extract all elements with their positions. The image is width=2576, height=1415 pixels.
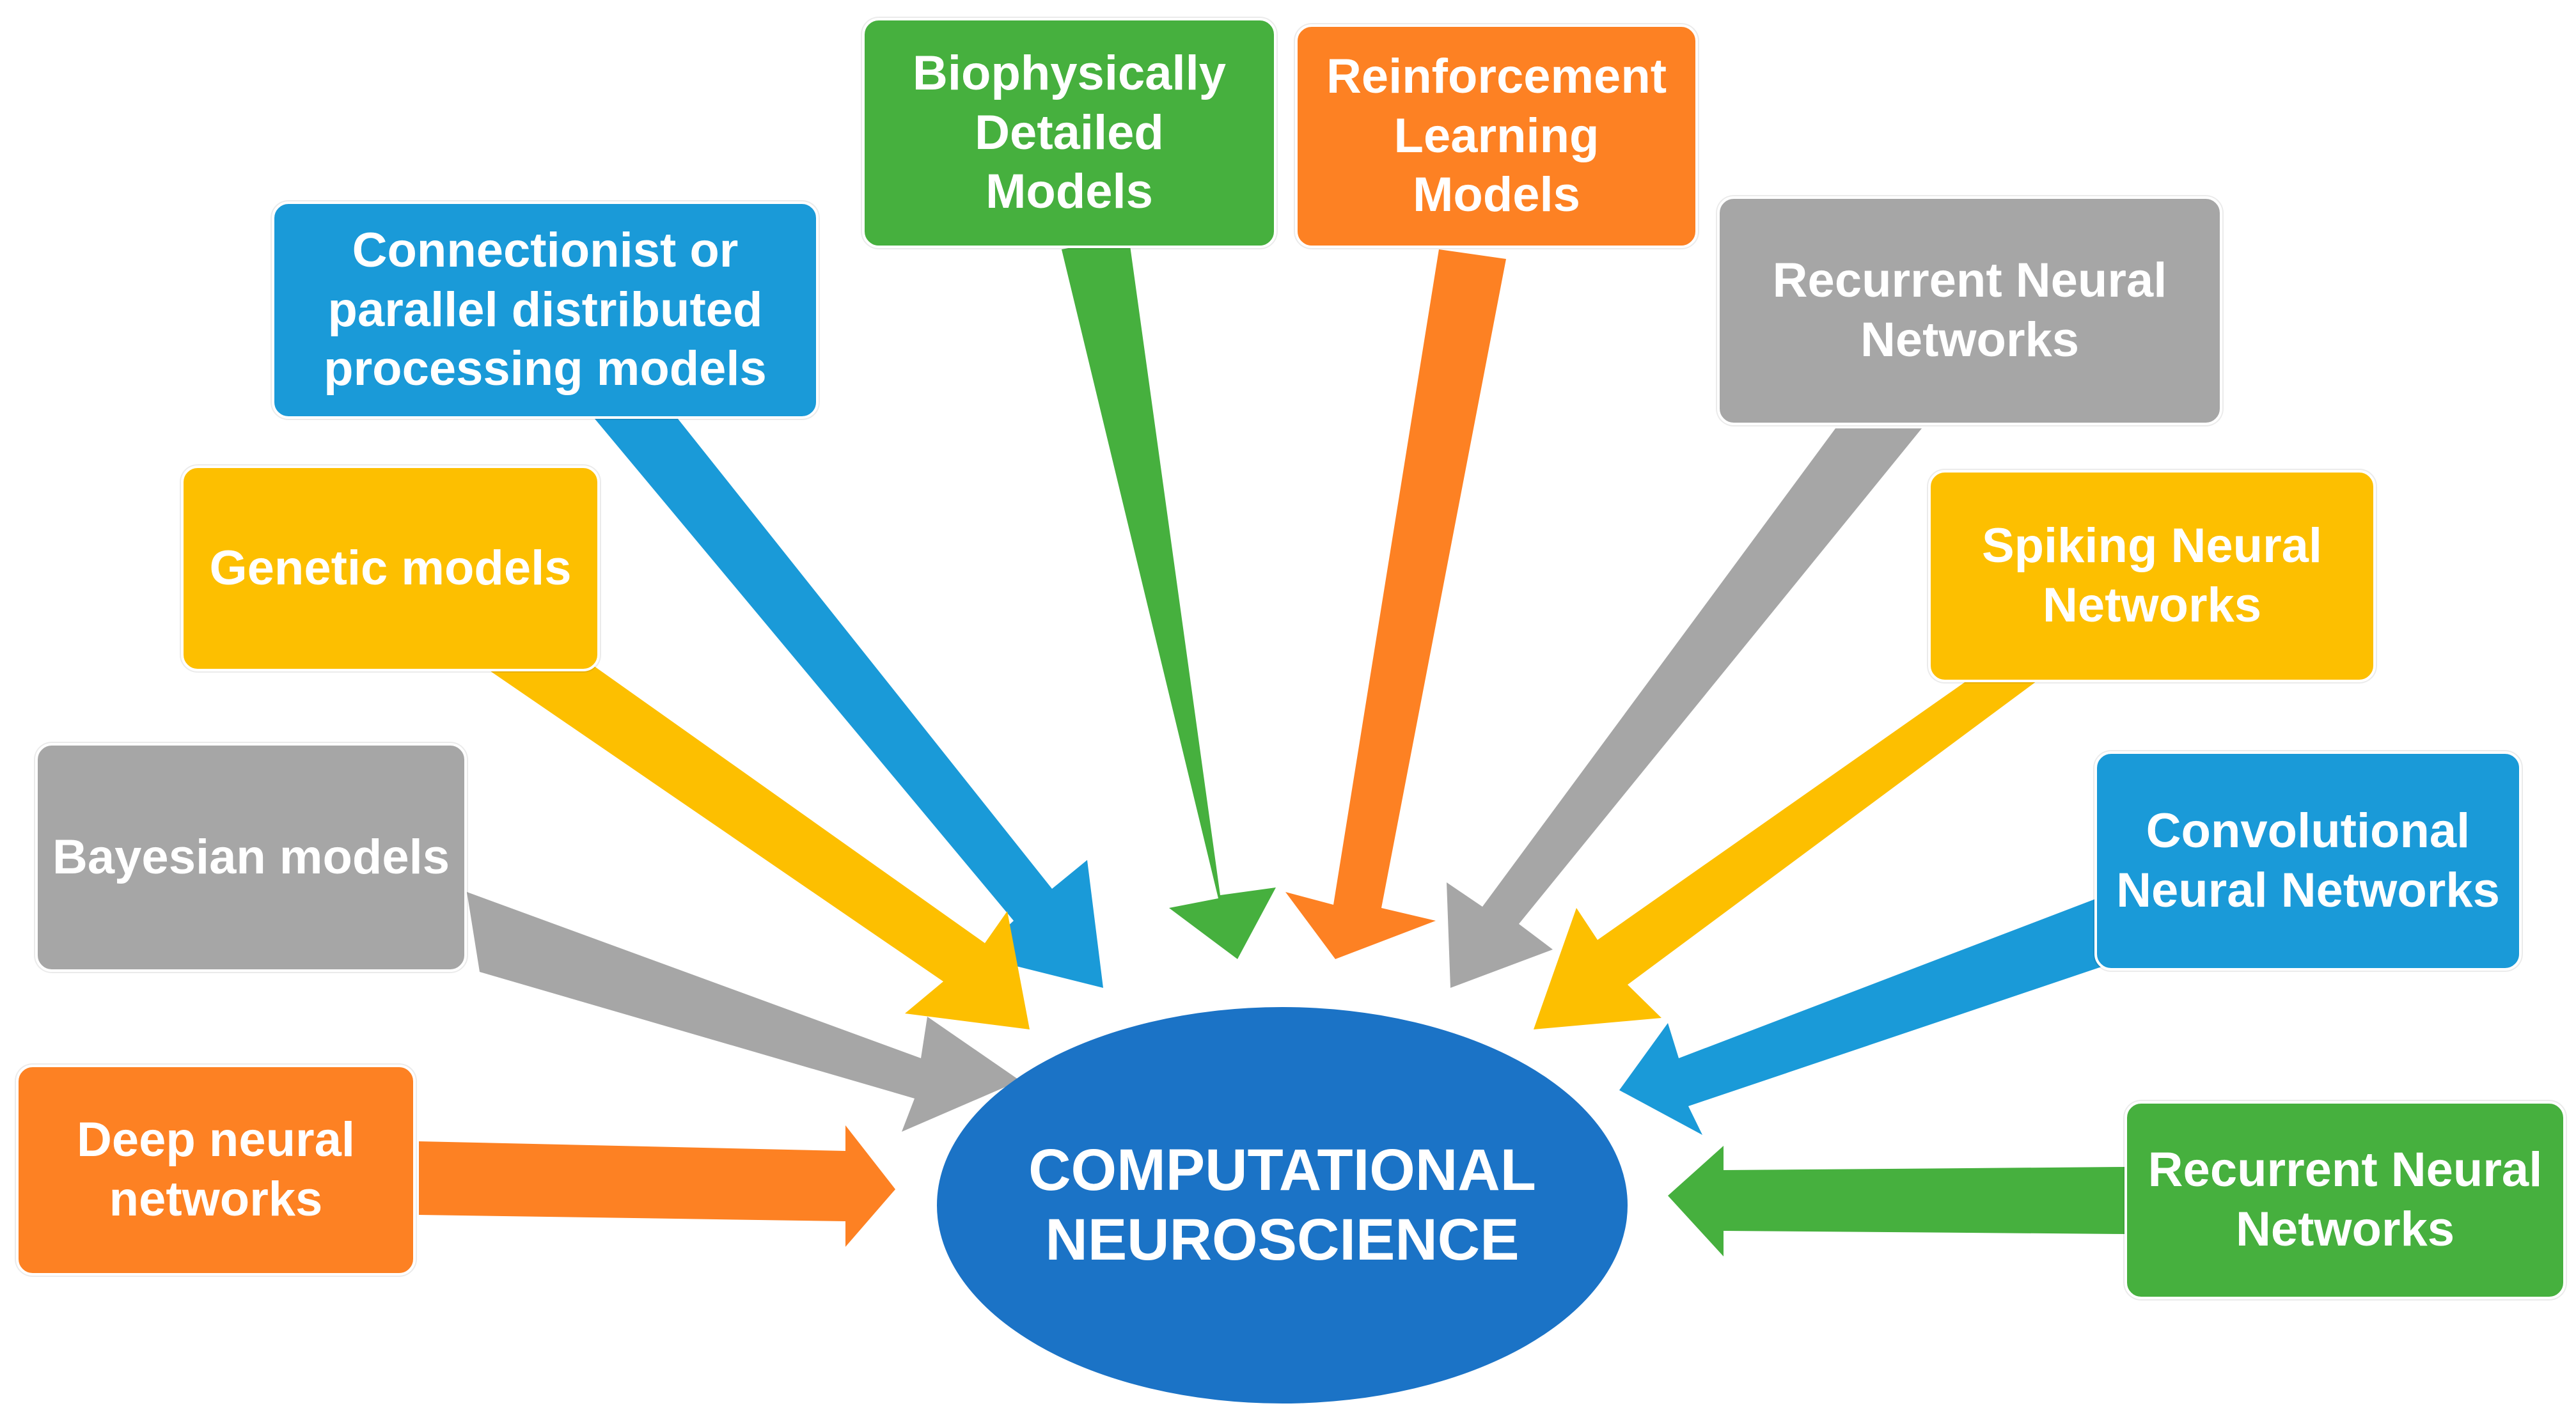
node-connectionist-models: Connectionist or parallel distributed pr… (272, 201, 819, 419)
central-node: COMPUTATIONAL NEUROSCIENCE (937, 1007, 1628, 1403)
node-genetic-models: Genetic models (181, 465, 600, 671)
arrow-recurrent-bottom (1668, 1146, 2126, 1256)
arrow-genetic (486, 639, 1030, 1029)
arrow-convolutional (1619, 895, 2105, 1135)
arrow-spiking (1534, 668, 2054, 1029)
node-recurrent-neural-networks-top: Recurrent Neural Networks (1717, 196, 2222, 425)
arrow-reinforcement (1285, 249, 1506, 959)
node-biophysically-detailed-models: Biophysically Detailed Models (862, 18, 1276, 248)
arrow-recurrent-top (1447, 428, 1922, 988)
node-deep-neural-networks: Deep neural networks (16, 1065, 416, 1276)
arrow-connectionist (595, 419, 1103, 988)
node-convolutional-neural-networks: Convolutional Neural Networks (2094, 751, 2522, 971)
node-bayesian-models: Bayesian models (35, 743, 467, 972)
node-spiking-neural-networks: Spiking Neural Networks (1928, 470, 2376, 682)
arrow-biophysical (1062, 237, 1276, 959)
node-recurrent-neural-networks-bottom: Recurrent Neural Networks (2124, 1101, 2566, 1299)
arrow-bayesian (467, 892, 1020, 1132)
arrow-deep (419, 1125, 895, 1247)
node-reinforcement-learning-models: Reinforcement Learning Models (1295, 24, 1698, 248)
